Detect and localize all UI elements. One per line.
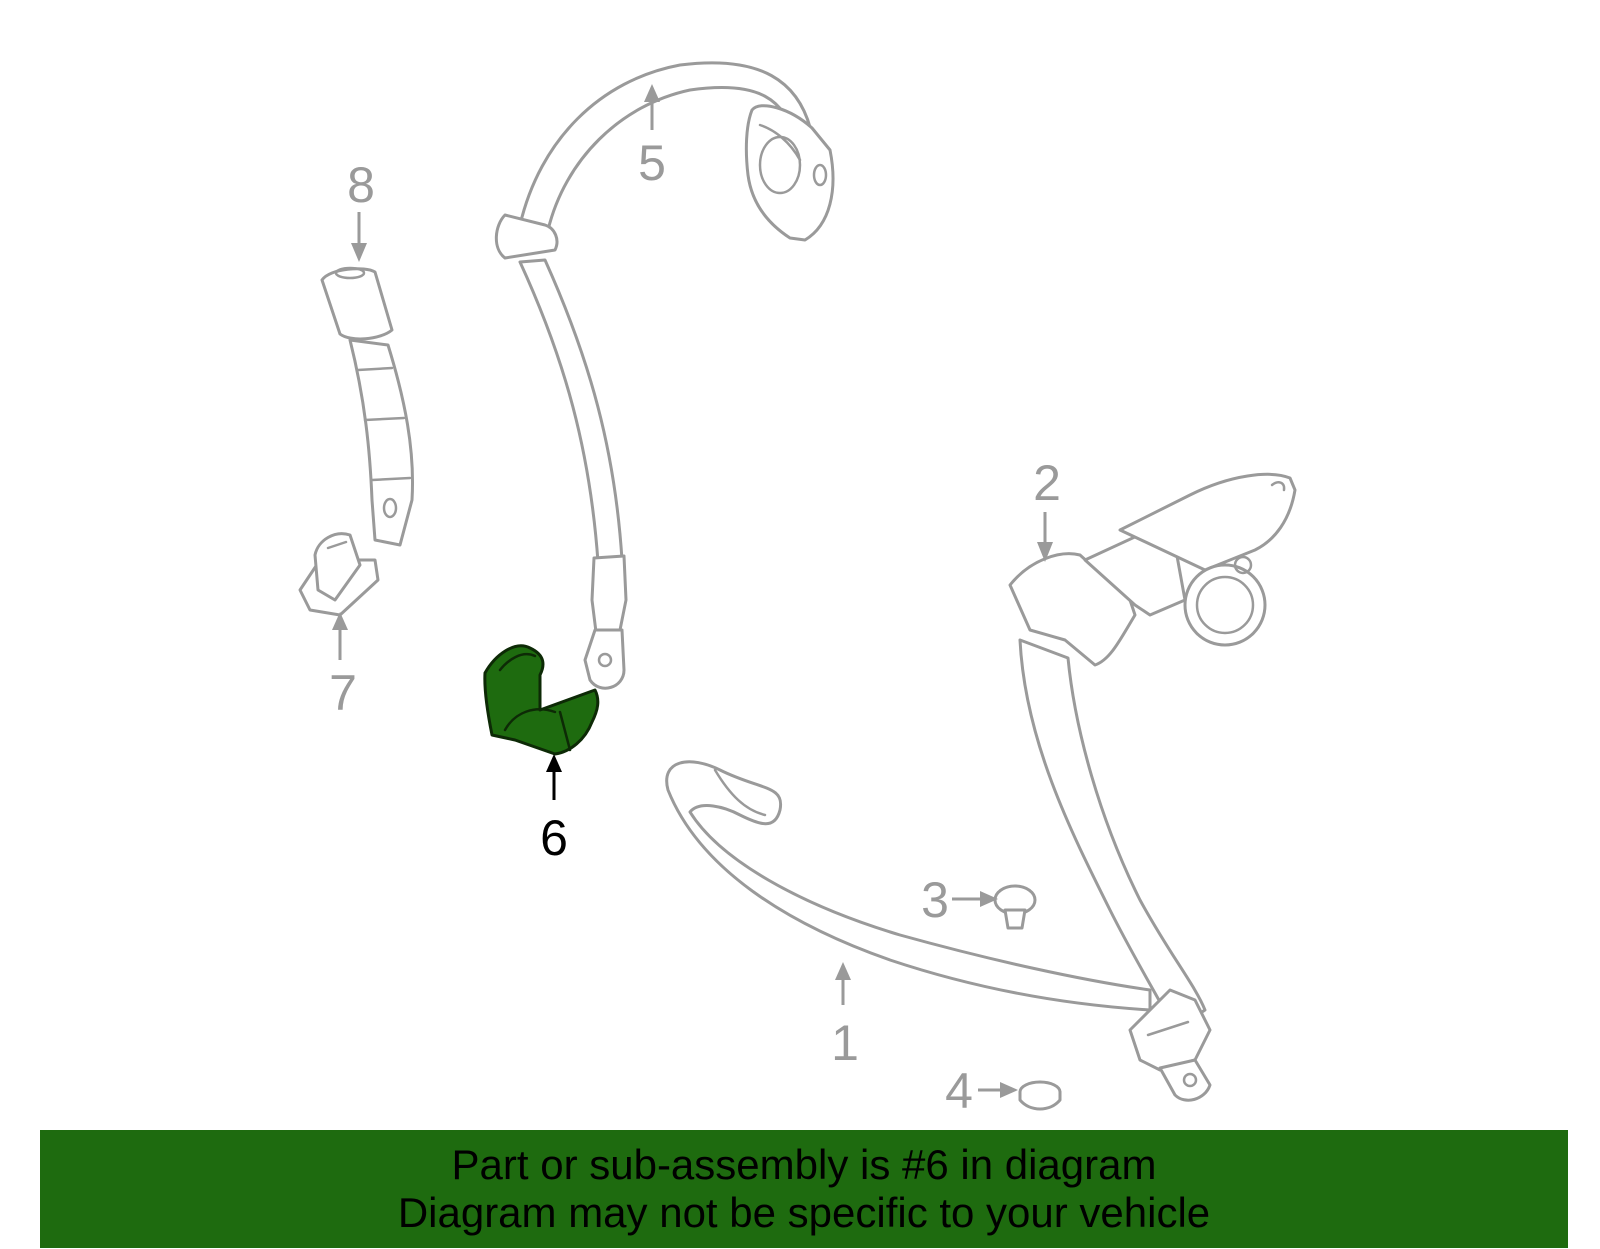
- part-7-anchor-bracket[interactable]: [298, 532, 380, 617]
- part-5-shoulder-belt[interactable]: [494, 61, 835, 690]
- callout-3-label: 3: [921, 872, 949, 928]
- callout-2: 2: [1033, 455, 1061, 562]
- callout-1: 1: [831, 962, 859, 1071]
- callout-7: 7: [329, 612, 357, 721]
- callout-3: 3: [921, 872, 998, 928]
- banner-line-1: Part or sub-assembly is #6 in diagram: [451, 1141, 1157, 1188]
- part-1-belt[interactable]: [665, 638, 1212, 1102]
- callout-5: 5: [638, 84, 666, 191]
- part-4-cap[interactable]: [1018, 1080, 1062, 1111]
- part-3-clip[interactable]: [993, 884, 1037, 930]
- callout-6-label: 6: [540, 810, 568, 866]
- callout-1-label: 1: [831, 1015, 859, 1071]
- callout-4: 4: [945, 1063, 1018, 1119]
- part-2-retractor-assembly[interactable]: [1008, 472, 1297, 667]
- callout-4-label: 4: [945, 1063, 973, 1119]
- callout-8-label: 8: [347, 157, 375, 213]
- banner-line-2: Diagram may not be specific to your vehi…: [397, 1189, 1211, 1236]
- callout-5-label: 5: [638, 135, 666, 191]
- part-6-cover-highlighted[interactable]: [483, 644, 600, 756]
- callout-6: 6: [540, 754, 568, 866]
- callout-8: 8: [347, 157, 375, 262]
- info-banner: Part or sub-assembly is #6 in diagram Di…: [40, 1130, 1568, 1248]
- callout-2-label: 2: [1033, 455, 1061, 511]
- callout-7-label: 7: [329, 665, 357, 721]
- part-8-buckle-strap[interactable]: [320, 266, 414, 547]
- parts-diagram: 5 8 7 2 3 4 1 6: [298, 61, 1297, 1119]
